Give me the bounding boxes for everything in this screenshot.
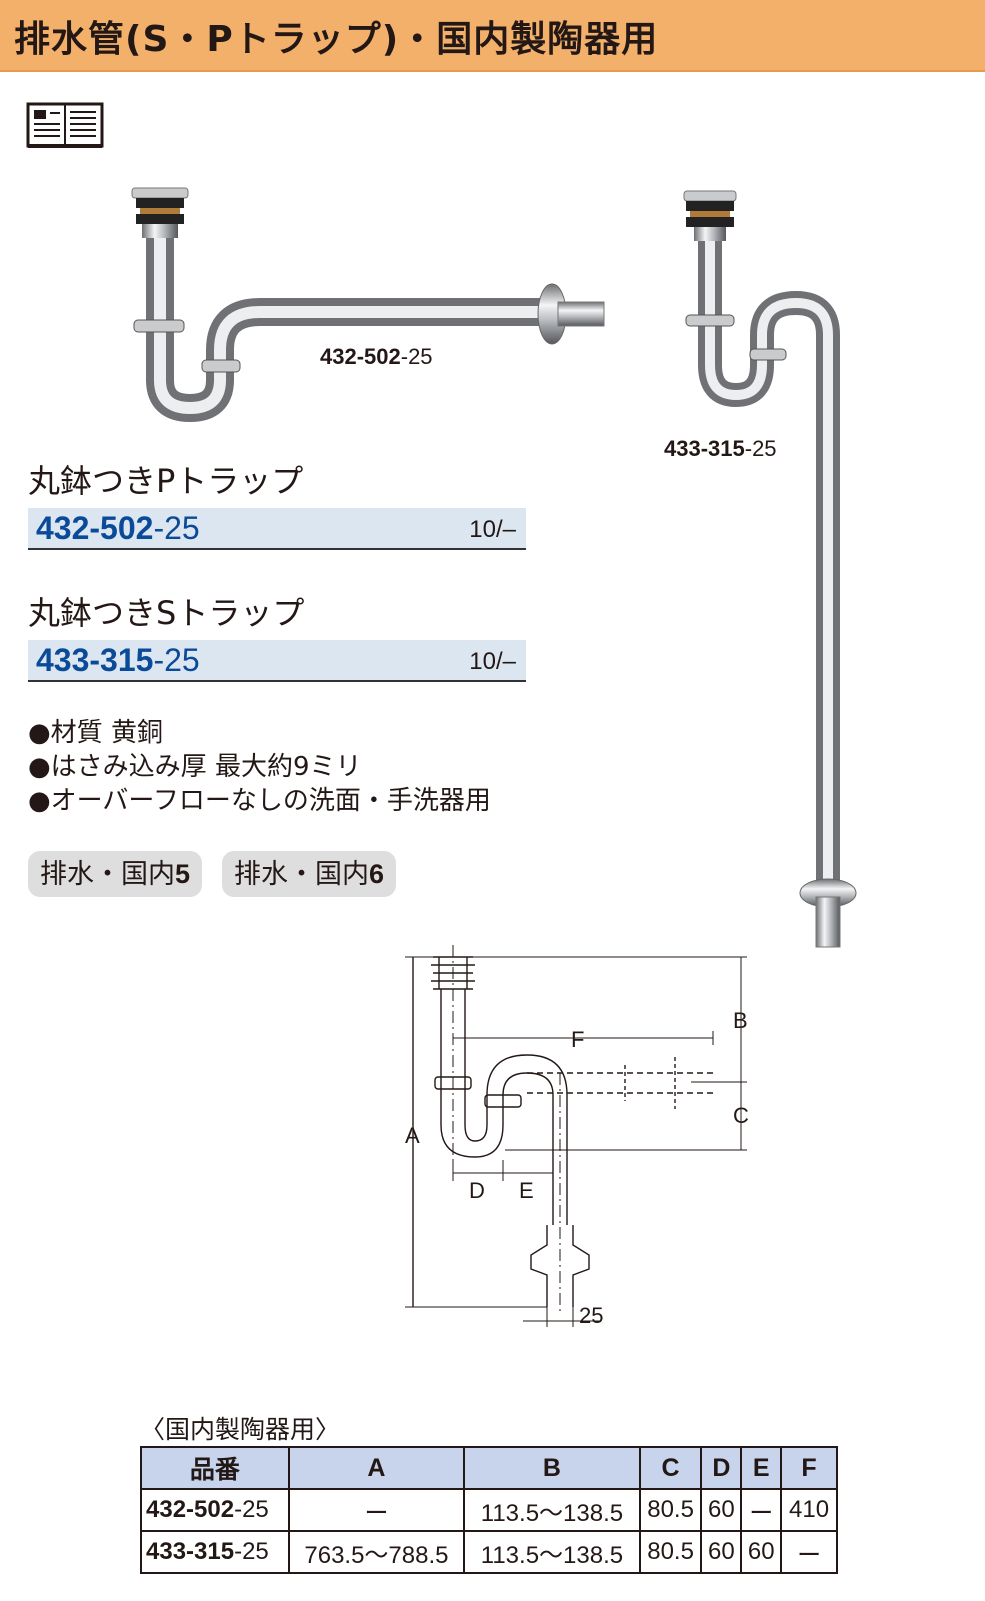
feature-usage: ●オーバーフローなしの洗面・手洗器用 [28, 786, 491, 816]
feature-material: ●材質 黄銅 [28, 718, 163, 748]
page-header: 排水管(S・Pトラップ)・国内製陶器用 [0, 0, 985, 72]
p-trap-photo-label: 432-502-25 [320, 344, 433, 369]
col-header-f: F [780, 1446, 838, 1490]
dim-label-d: D [469, 1178, 485, 1203]
feature-thickness: ●はさみ込み厚 最大約9ミリ [28, 752, 362, 782]
product-code: 432-502-25 [36, 510, 200, 546]
cell-e: 60 [740, 1530, 783, 1574]
product-name-p-trap: 丸鉢つきPトラップ [28, 462, 304, 500]
col-header-a: A [287, 1446, 466, 1490]
spec-table: 品番 A B C D E F 432-502-25 ー 113.5〜138.5 … [140, 1446, 838, 1574]
dim-label-b: B [733, 1008, 748, 1033]
tag-domestic-6[interactable]: 排水・国内6 [222, 851, 396, 897]
table-caption: 〈国内製陶器用〉 [140, 1415, 341, 1444]
table-row: 433-315-25 763.5〜788.5 113.5〜138.5 80.5 … [140, 1530, 838, 1574]
cell-a: ー [287, 1488, 466, 1532]
dim-label-c: C [733, 1103, 749, 1128]
cell-c: 80.5 [638, 1530, 703, 1574]
tag-domestic-5[interactable]: 排水・国内5 [28, 851, 202, 897]
table-row: 432-502-25 ー 113.5〜138.5 80.5 60 ー 410 [140, 1488, 838, 1532]
col-header-e: E [740, 1446, 783, 1490]
col-header-b: B [463, 1446, 641, 1490]
product-code: 433-315-25 [36, 642, 200, 678]
cell-a: 763.5〜788.5 [287, 1530, 466, 1574]
dim-label-diameter: 25 [579, 1303, 603, 1328]
catalog-book-icon [26, 102, 104, 148]
cell-part-number: 433-315-25 [140, 1530, 290, 1574]
product-qty: 10/– [469, 648, 516, 675]
col-header-c: C [638, 1446, 703, 1490]
cell-d: 60 [700, 1488, 743, 1532]
cell-e: ー [740, 1488, 783, 1532]
table-header-row: 品番 A B C D E F [140, 1446, 838, 1490]
col-header-part-number: 品番 [140, 1446, 290, 1490]
cell-c: 80.5 [638, 1488, 703, 1532]
dim-label-f: F [571, 1027, 584, 1052]
p-trap-photo [131, 187, 605, 423]
s-trap-photo-label: 433-315-25 [664, 436, 777, 461]
product-code-bar-s-trap: 433-315-25 10/– [28, 640, 526, 682]
dim-label-e: E [519, 1178, 534, 1203]
cell-part-number: 432-502-25 [140, 1488, 290, 1532]
col-header-d: D [700, 1446, 743, 1490]
dimension-diagram: F B C A D E 25 [405, 945, 749, 1328]
cell-b: 113.5〜138.5 [463, 1530, 641, 1574]
product-qty: 10/– [469, 516, 516, 543]
product-name-s-trap: 丸鉢つきSトラップ [28, 594, 305, 632]
cell-f: 410 [780, 1488, 838, 1532]
s-trap-photo [683, 190, 857, 948]
page-title: 排水管(S・Pトラップ)・国内製陶器用 [14, 19, 659, 60]
dim-label-a: A [405, 1123, 420, 1148]
cell-d: 60 [700, 1530, 743, 1574]
product-code-bar-p-trap: 432-502-25 10/– [28, 508, 526, 550]
cell-f: ー [780, 1530, 838, 1574]
cell-b: 113.5〜138.5 [463, 1488, 641, 1532]
